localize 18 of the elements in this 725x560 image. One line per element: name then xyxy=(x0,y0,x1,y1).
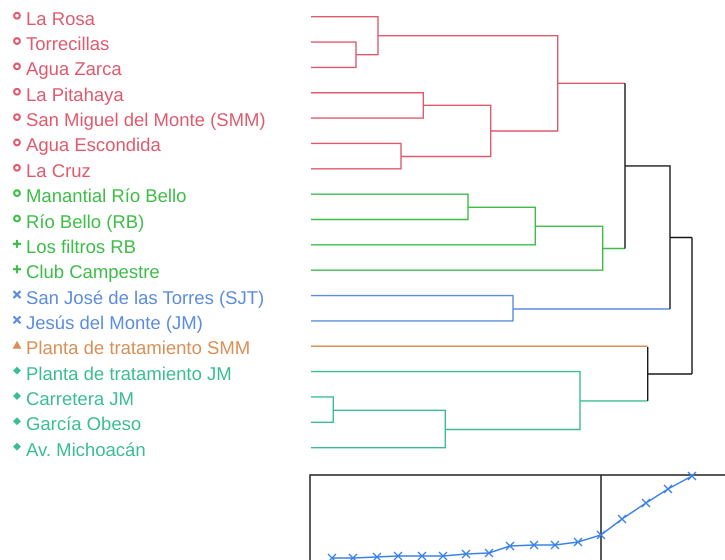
leaf-label: Agua Escondida xyxy=(26,135,161,156)
leaf-label: Río Bello (RB) xyxy=(26,212,144,232)
leaf-label: Club Campestre xyxy=(26,262,160,282)
leaf-label: Los filtros RB xyxy=(26,236,136,257)
leaf-label: Planta de tratamiento SMM xyxy=(26,338,250,358)
leaf-label: Torrecillas xyxy=(26,34,110,54)
leaf-label: Manantial Río Bello xyxy=(26,186,186,206)
leaf-label: García Obeso xyxy=(26,414,142,434)
leaf-label: La Rosa xyxy=(26,8,95,29)
leaf-label: Agua Zarca xyxy=(26,59,122,80)
leaf-label: Carretera JM xyxy=(26,388,134,409)
leaf-label: La Cruz xyxy=(26,160,91,181)
leaf-label: Jesús del Monte (JM) xyxy=(26,312,203,333)
leaf-label: San José de las Torres (SJT) xyxy=(26,288,264,308)
leaf-label: La Pitahaya xyxy=(26,84,124,105)
leaf-label: San Miguel del Monte (SMM) xyxy=(26,110,266,130)
leaf-label: Planta de tratamiento JM xyxy=(26,364,232,384)
leaf-label: Av. Michoacán xyxy=(26,440,146,460)
